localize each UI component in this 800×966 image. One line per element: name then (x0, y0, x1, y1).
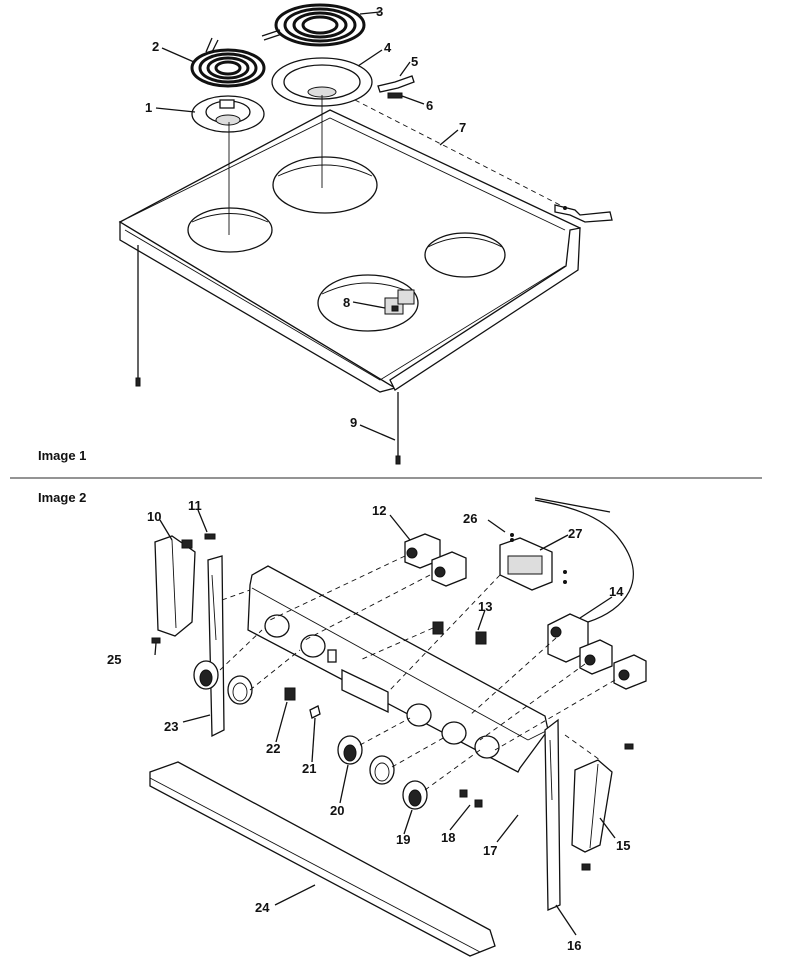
callout-23: 23 (164, 719, 178, 734)
burner-receptacle (384, 289, 415, 315)
clip-6 (387, 92, 403, 99)
drip-pan-small (191, 95, 265, 133)
callout-10: 10 (147, 509, 161, 524)
drip-pan-large (271, 57, 373, 107)
clock-timer-27 (499, 537, 553, 591)
trim-strip-24 (149, 761, 496, 957)
image-2-caption: Image 2 (38, 490, 87, 505)
hinge-bracket-5 (377, 75, 415, 93)
callout-20: 20 (330, 803, 344, 818)
screw-18 (459, 789, 483, 808)
oven-thermostat-14 (534, 497, 634, 663)
control-knob-left-2 (227, 675, 253, 705)
burner-opening-front-left (187, 207, 273, 253)
infinite-switch-right-a (579, 639, 613, 675)
callout-15: 15 (616, 838, 630, 853)
callout-12: 12 (372, 503, 386, 518)
callout-19: 19 (396, 832, 410, 847)
callout-4: 4 (384, 40, 392, 55)
burner-opening-front-right (317, 274, 419, 332)
infinite-switch-right-b (613, 654, 647, 690)
surface-element-large (261, 3, 366, 47)
callout-24: 24 (255, 900, 270, 915)
cooktop-main-top (118, 109, 581, 389)
callout-1: 1 (145, 100, 152, 115)
infinite-switch-12b (431, 551, 467, 587)
callout-6: 6 (426, 98, 433, 113)
callout-25: 25 (107, 652, 121, 667)
image-1-caption: Image 1 (38, 448, 87, 463)
callout-26: 26 (463, 511, 477, 526)
callout-3: 3 (376, 4, 383, 19)
callout-8: 8 (343, 295, 350, 310)
cooktop-right-lip (389, 227, 581, 391)
callout-labels: 1 2 3 4 5 6 7 8 9 10 11 12 13 14 15 16 1… (107, 4, 630, 953)
control-knob-left-1 (193, 660, 219, 690)
backguard-panel (247, 565, 549, 773)
side-bracket-left (207, 555, 225, 738)
screw-11 (204, 533, 216, 540)
surface-element-small (190, 37, 266, 88)
callout-11: 11 (188, 498, 202, 513)
callout-9: 9 (350, 415, 357, 430)
callout-13: 13 (478, 599, 492, 614)
screw-25 (151, 637, 161, 644)
callout-22: 22 (266, 741, 280, 756)
cooktop-assembly (118, 109, 613, 465)
callout-14: 14 (609, 584, 624, 599)
cooktop-front-lip (119, 220, 397, 393)
indicator-lamp-21 (309, 705, 321, 719)
switch-cap-22 (284, 687, 296, 701)
callout-7: 7 (459, 120, 466, 135)
callout-5: 5 (411, 54, 418, 69)
rocker-switch-13 (432, 621, 487, 645)
screw-right (581, 743, 634, 871)
callout-21: 21 (302, 761, 316, 776)
burner-opening-rear-left (272, 156, 378, 214)
end-cap-right (571, 759, 613, 853)
infinite-switch-12a (404, 533, 441, 569)
hinge-bracket-right (554, 204, 613, 223)
end-cap-left (154, 535, 196, 637)
control-knob-19 (402, 780, 428, 810)
control-knob-mid (369, 755, 395, 785)
callout-2: 2 (152, 39, 159, 54)
callout-18: 18 (441, 830, 455, 845)
screw-26 (510, 533, 567, 584)
control-knob-20 (337, 735, 363, 765)
callout-17: 17 (483, 843, 497, 858)
callout-16: 16 (567, 938, 581, 953)
callout-27: 27 (568, 526, 582, 541)
burner-opening-rear-right (424, 232, 506, 278)
side-bracket-right (544, 718, 561, 911)
